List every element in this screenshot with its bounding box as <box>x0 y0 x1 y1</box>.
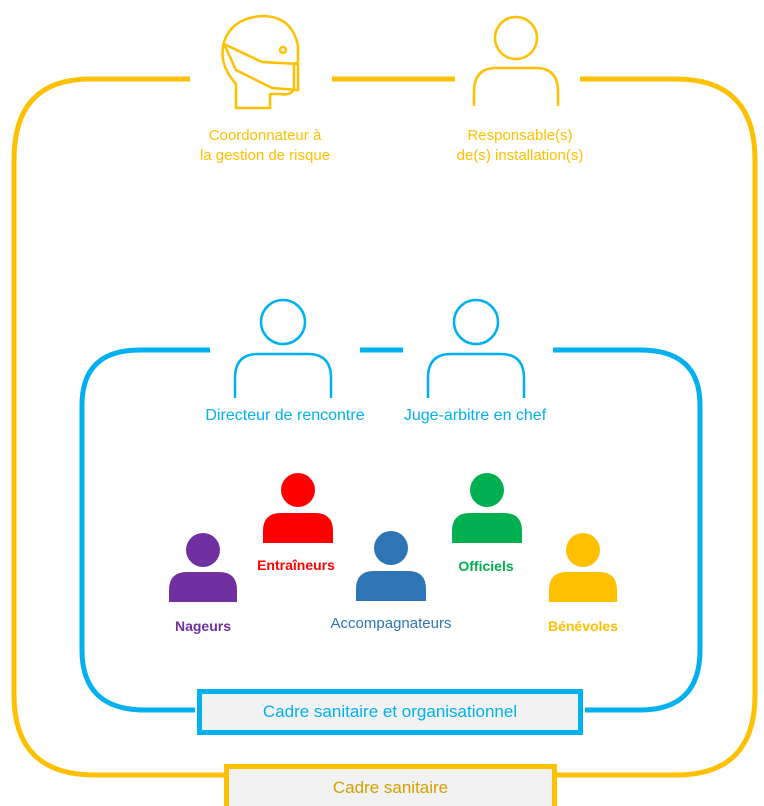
role-label-responsable: Responsable(s) de(s) installation(s) <box>456 127 584 165</box>
role-label-coordonnateur: Coordonnateur à la gestion de risque <box>199 127 331 165</box>
outer-frame-title: Cadre sanitaire <box>224 764 557 806</box>
participant-label-entraineurs: Entraîneurs <box>257 557 335 573</box>
participant-label-officiels: Officiels <box>458 558 514 574</box>
inner-frame-border <box>79 347 703 713</box>
person-filled-icon <box>549 533 617 602</box>
role-label-directeur: Directeur de rencontre <box>205 407 365 424</box>
participant-label-nageurs: Nageurs <box>174 618 232 634</box>
person-outline-icon <box>426 298 526 398</box>
person-filled-icon <box>452 473 522 543</box>
role-label-juge-arbitre: Juge-arbitre en chef <box>403 407 547 424</box>
outer-frame-title-text: Cadre sanitaire <box>332 777 449 797</box>
person-filled-icon <box>169 533 237 602</box>
outer-frame-border <box>11 76 758 778</box>
participant-label-benevoles: Bénévoles <box>547 618 619 634</box>
person-outline-icon <box>472 15 560 106</box>
masked-person-icon <box>221 14 300 110</box>
inner-frame-title-text: Cadre sanitaire et organisationnel <box>262 702 518 721</box>
person-filled-icon <box>263 473 333 543</box>
person-filled-icon <box>356 531 426 601</box>
inner-frame-title: Cadre sanitaire et organisationnel <box>197 689 583 735</box>
participant-label-accompagnateurs: Accompagnateurs <box>330 615 452 632</box>
person-outline-icon <box>233 298 333 398</box>
